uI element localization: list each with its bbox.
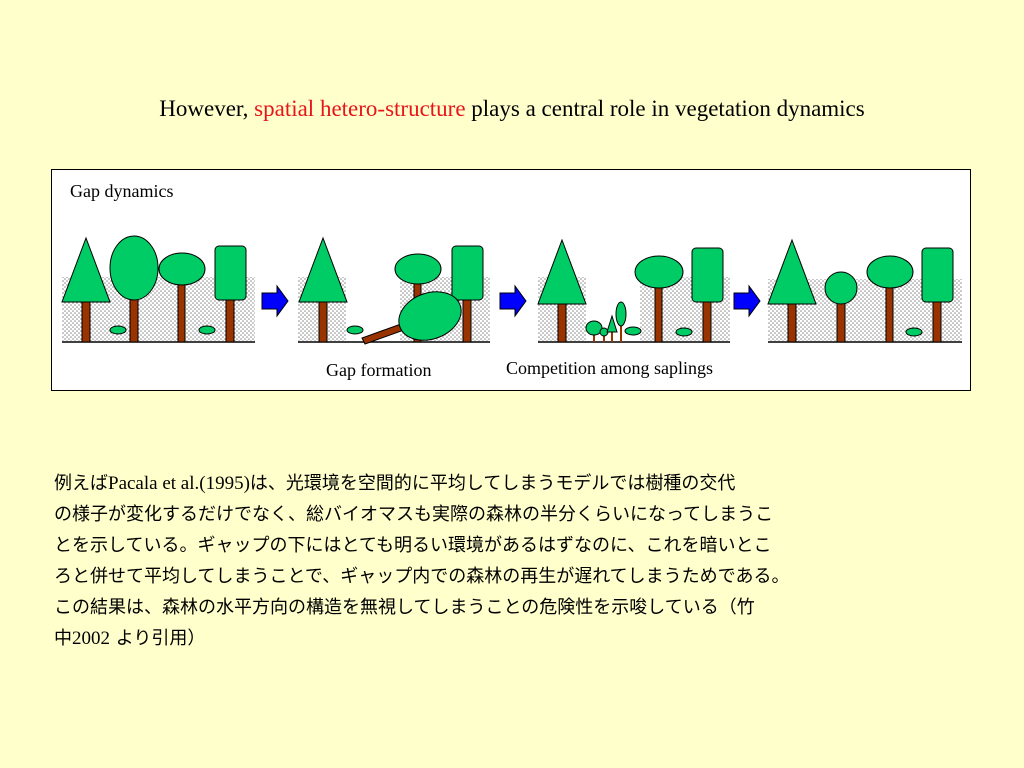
trunk bbox=[225, 297, 235, 343]
panel-mature-forest bbox=[61, 235, 255, 343]
round-crown bbox=[158, 252, 206, 286]
trunk bbox=[932, 297, 942, 343]
panel-competition bbox=[537, 238, 730, 343]
trunk bbox=[787, 299, 797, 343]
body-line: ろと併せて平均してしまうことで、ギャップ内での森林の再生が遅れてしまうためである… bbox=[54, 566, 790, 587]
panel-recovered-forest bbox=[767, 238, 962, 343]
body-paragraph: 例えばPacala et al.(1995)は、光環境を空間的に平均してしまうモ… bbox=[54, 468, 989, 654]
sapling-crown bbox=[606, 314, 618, 333]
trunk bbox=[885, 281, 894, 343]
arrow-icon bbox=[261, 284, 289, 318]
label-gap-formation: Gap formation bbox=[326, 360, 432, 380]
sapling-crown bbox=[615, 301, 627, 327]
title-prefix: However, bbox=[159, 96, 255, 121]
oval-crown bbox=[109, 235, 159, 301]
body-text-run: は、光環境を空間的に平均してしまうモデルでは樹種の交代 bbox=[249, 473, 736, 494]
diagram-heading: Gap dynamics bbox=[70, 181, 174, 201]
sapling bbox=[624, 326, 642, 336]
young-crown bbox=[824, 271, 858, 305]
trunk bbox=[177, 281, 186, 343]
fallen-trunk bbox=[361, 323, 405, 345]
body-line: とを示している。ギャップの下にはとても明るい環境があるはずなのに、これを暗いとこ bbox=[54, 535, 772, 556]
box-crown bbox=[451, 245, 484, 301]
round-crown bbox=[394, 253, 442, 285]
body-text-run: 例えば bbox=[54, 473, 108, 494]
trunk bbox=[318, 299, 328, 343]
conifer-crown bbox=[767, 238, 817, 305]
citation-year: 2002 bbox=[72, 628, 110, 649]
sapling bbox=[198, 325, 216, 335]
trunk bbox=[81, 299, 91, 343]
gap-dynamics-diagram: Gap dynamics bbox=[51, 169, 971, 391]
conifer-crown bbox=[298, 236, 348, 303]
title-highlight: spatial hetero-structure bbox=[254, 96, 466, 121]
round-crown bbox=[634, 255, 684, 289]
body-line: の様子が変化するだけでなく、総バイオマスも実際の森林の半分くらいになってしまうこ bbox=[54, 504, 774, 525]
sapling bbox=[675, 327, 693, 337]
slide-title: However, spatial hetero-structure plays … bbox=[0, 96, 1024, 122]
forest-panels bbox=[61, 235, 962, 345]
body-text-run: 中 bbox=[54, 628, 72, 649]
conifer-crown bbox=[537, 238, 587, 305]
title-suffix: plays a central role in vegetation dynam… bbox=[465, 96, 865, 121]
trunk bbox=[836, 297, 846, 343]
box-crown bbox=[691, 247, 724, 303]
body-line: 中2002 より引用） bbox=[54, 623, 989, 654]
body-line: この結果は、森林の水平方向の構造を無視してしまうことの危険性を示唆している（竹 bbox=[54, 597, 755, 618]
fallen-crown bbox=[398, 291, 462, 341]
sapling bbox=[905, 327, 923, 337]
trunk bbox=[654, 281, 663, 343]
sapling bbox=[346, 325, 364, 335]
box-crown bbox=[214, 245, 247, 301]
conifer-crown bbox=[61, 236, 111, 303]
label-competition: Competition among saplings bbox=[506, 358, 713, 378]
box-crown bbox=[921, 247, 954, 303]
trunk bbox=[462, 297, 472, 343]
citation: Pacala et al.(1995) bbox=[108, 473, 250, 494]
trunk bbox=[702, 297, 712, 343]
panel-gap-formation bbox=[298, 236, 490, 345]
trunk bbox=[129, 294, 139, 343]
body-text-run: より引用） bbox=[110, 628, 206, 649]
arrow-icon bbox=[499, 284, 527, 318]
trunk bbox=[557, 299, 567, 343]
body-line: 例えばPacala et al.(1995)は、光環境を空間的に平均してしまうモ… bbox=[54, 468, 989, 499]
round-crown bbox=[866, 255, 914, 289]
arrow-icon bbox=[733, 284, 761, 318]
sapling bbox=[109, 325, 127, 335]
